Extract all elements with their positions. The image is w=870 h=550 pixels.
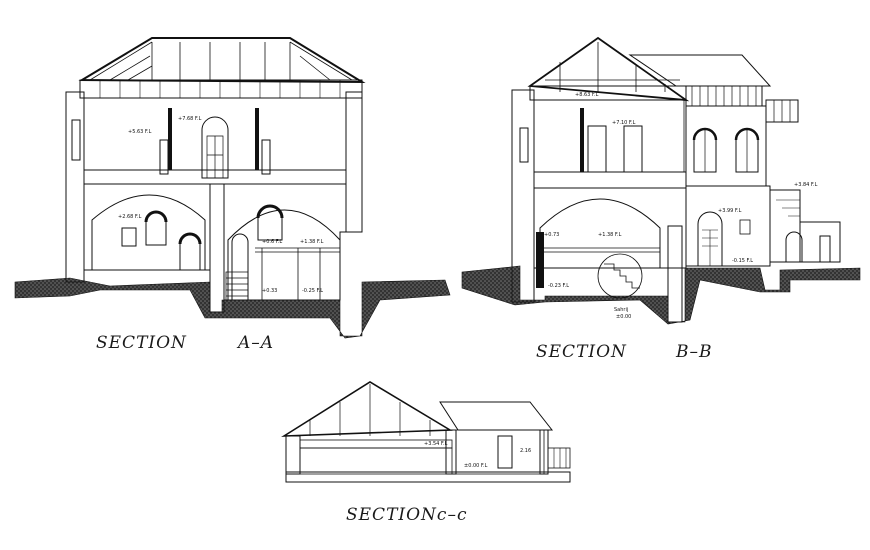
section-a-a: +7.68 F.L +5.63 F.L +2.68 F.L +1.38 F.L …	[14, 37, 451, 353]
svg-text:+5.63 F.L: +5.63 F.L	[128, 129, 152, 135]
section-a-a-title: SECTION	[96, 333, 187, 353]
svg-text:+0.33: +0.33	[262, 288, 277, 294]
section-c-c-title: SECTIONc–c	[346, 505, 467, 525]
svg-text:+1.38 F.L: +1.38 F.L	[300, 239, 324, 245]
cistern-sahrij	[597, 253, 643, 299]
svg-text:+2.68 F.L: +2.68 F.L	[118, 214, 142, 220]
stairs	[225, 271, 249, 301]
svg-text:-0.25 F.L: -0.25 F.L	[302, 288, 323, 294]
svg-text:±0.00 F.L: ±0.00 F.L	[464, 463, 488, 469]
roof-gable-c	[281, 381, 453, 437]
base-slab-c	[285, 471, 571, 483]
svg-text:2.16: 2.16	[520, 448, 531, 454]
svg-text:+8.63 F.L: +8.63 F.L	[575, 92, 599, 98]
levels-c-c: +3.54 F.L ±0.00 F.L 2.16	[424, 441, 531, 469]
section-c-c: +3.54 F.L ±0.00 F.L 2.16 SECTIONc–c	[281, 381, 571, 525]
section-b-b-ref: B–B	[675, 342, 713, 362]
right-wall	[345, 91, 363, 233]
svg-text:Sahrij: Sahrij	[614, 307, 628, 313]
vault-arch-right	[227, 209, 341, 301]
svg-text:+7.68 F.L: +7.68 F.L	[178, 116, 202, 122]
roof-trusses	[89, 41, 353, 81]
levels-b-b: +8.63 F.L +7.10 F.L +3.84 F.L +3.99 F.L …	[544, 92, 818, 320]
svg-text:+7.10 F.L: +7.10 F.L	[612, 120, 636, 126]
svg-text:+3.84 F.L: +3.84 F.L	[794, 182, 818, 188]
vault-arch-left	[91, 194, 206, 271]
svg-text:+0.6 F.L: +0.6 F.L	[262, 239, 282, 245]
svg-text:-0.23 F.L: -0.23 F.L	[548, 283, 569, 289]
vault-arch-b	[539, 198, 661, 269]
roof-gable	[78, 37, 366, 84]
svg-text:+3.54 F.L: +3.54 F.L	[424, 441, 448, 447]
tiled-roof	[628, 54, 772, 87]
roof-gable-b	[527, 36, 690, 102]
svg-text:±0.00: ±0.00	[616, 314, 631, 320]
svg-text:-0.15 F.L: -0.15 F.L	[732, 258, 753, 264]
section-a-a-ref: A–A	[236, 333, 274, 353]
svg-text:+1.38 F.L: +1.38 F.L	[598, 232, 622, 238]
tiled-roof-c	[439, 401, 554, 431]
arched-window	[201, 116, 229, 179]
svg-text:+3.99 F.L: +3.99 F.L	[718, 208, 742, 214]
svg-text:+0.73: +0.73	[544, 232, 559, 238]
ground-soil-b	[461, 265, 861, 325]
section-b-b: +8.63 F.L +7.10 F.L +3.84 F.L +3.99 F.L …	[461, 36, 861, 362]
levels-a-a: +7.68 F.L +5.63 F.L +2.68 F.L +1.38 F.L …	[118, 116, 324, 294]
section-b-b-title: SECTION	[536, 342, 627, 362]
